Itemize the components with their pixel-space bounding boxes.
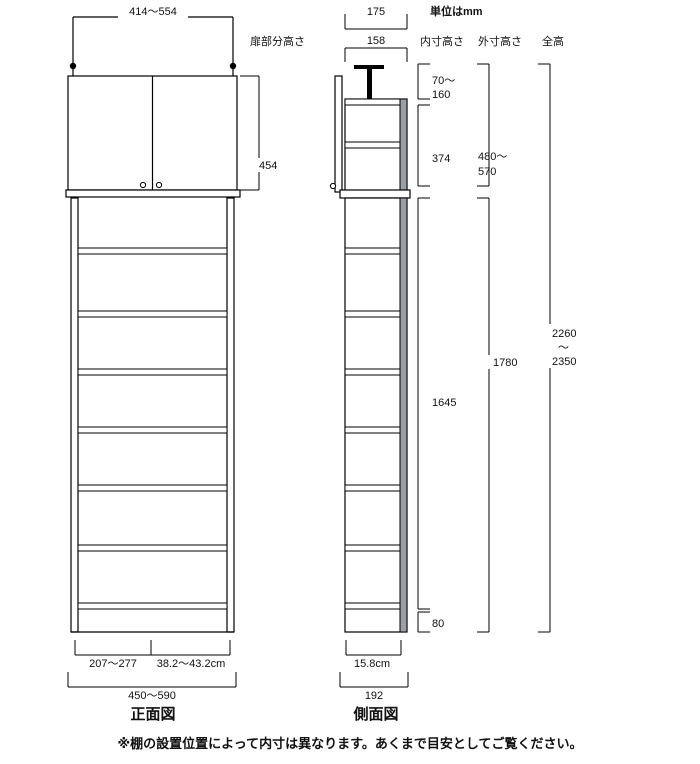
inner-top-gap-line1: 70～ xyxy=(432,75,455,87)
front-top-width-dimension: 414～554 xyxy=(72,6,234,64)
front-left-side-panel xyxy=(70,197,79,633)
footnote: ※棚の設置位置によって内寸は異なります。あくまで目安としてご覧ください。 xyxy=(118,736,583,751)
inner-width-right-label: 38.2～43.2cm xyxy=(157,658,225,670)
side-upper-base-board xyxy=(339,189,411,199)
front-shelf-3 xyxy=(77,368,228,376)
total-height-line1: 2260 xyxy=(552,328,576,340)
front-bottom-dimensions: 207～277 38.2～43.2cm 450～590 xyxy=(67,640,237,702)
pole-cap-left-icon xyxy=(69,62,77,70)
outer-upper-label: 480～ 570 xyxy=(478,151,510,178)
side-bottom-dimensions: 15.8cm 192 xyxy=(339,640,409,702)
total-height-line3: 2350 xyxy=(552,356,576,368)
total-height-dimension: 2260 ～ 2350 xyxy=(538,63,582,633)
total-height-line2: ～ xyxy=(558,342,569,354)
outer-height-dimensions: 480～ 570 1780 xyxy=(477,63,520,633)
unit-label: 単位はmm xyxy=(430,4,483,18)
side-door-knob-icon xyxy=(329,182,337,190)
side-top-outer-depth-dimension: 175 xyxy=(344,6,408,30)
inner-top-gap-label: 70～ 160 xyxy=(432,75,458,101)
inner-width-left-label: 207～277 xyxy=(89,658,137,670)
side-top-inner-depth-label: 158 xyxy=(367,35,385,47)
side-top-inner-depth-dimension: 158 xyxy=(344,35,408,62)
front-lower-cabinet xyxy=(70,197,235,633)
inner-upper-label: 374 xyxy=(432,153,450,165)
header-outer-height: 外寸高さ xyxy=(478,34,522,48)
front-upper-cabinet xyxy=(65,75,241,198)
base-height-label: 80 xyxy=(432,618,444,630)
header-door-height: 扉部分高さ xyxy=(250,34,305,48)
outer-upper-line1: 480～ xyxy=(478,151,507,163)
pole-cap-right-icon xyxy=(229,62,237,70)
front-door-height-dimension: 454 xyxy=(240,75,283,191)
side-inner-depth-label: 15.8cm xyxy=(354,658,390,670)
front-view-caption: 正面図 xyxy=(130,706,175,723)
side-lower-cabinet xyxy=(344,197,408,633)
outer-lower-label: 1780 xyxy=(493,357,517,369)
inner-top-gap-line2: 160 xyxy=(432,89,450,101)
front-total-width-label: 450～590 xyxy=(128,690,176,702)
inner-height-dimensions: 70～ 160 374 1645 80 xyxy=(417,63,458,633)
front-upper-base-board xyxy=(65,189,241,198)
side-top-outer-depth-label: 175 xyxy=(367,6,385,18)
side-tension-pole xyxy=(354,65,384,99)
front-shelf-5 xyxy=(77,484,228,492)
total-height-label: 2260 ～ 2350 xyxy=(552,328,580,368)
front-shelf-2 xyxy=(77,310,228,318)
door-knob-right-icon xyxy=(155,181,163,189)
door-height-label: 454 xyxy=(259,160,277,172)
outer-upper-line2: 570 xyxy=(478,166,496,178)
front-view: 414～554 454 xyxy=(65,6,283,723)
front-top-width-label: 414～554 xyxy=(129,6,177,18)
door-knob-left-icon xyxy=(139,181,147,189)
side-view: 単位はmm 175 158 扉部分高さ 内寸高さ 外寸高さ 全高 xyxy=(250,4,582,723)
front-shelf-6 xyxy=(77,544,228,552)
side-door-panel xyxy=(334,75,343,193)
front-shelf-7 xyxy=(77,602,228,610)
side-lower-back-panel xyxy=(399,197,408,633)
front-right-side-panel xyxy=(226,197,235,633)
side-upper-back-panel xyxy=(399,98,408,193)
front-shelf-4 xyxy=(77,426,228,434)
side-outer-depth-label: 192 xyxy=(365,690,383,702)
inner-lower-label: 1645 xyxy=(432,397,456,409)
header-total-height: 全高 xyxy=(542,34,564,48)
side-upper-cabinet xyxy=(329,75,411,199)
front-tension-poles xyxy=(69,62,237,76)
side-view-caption: 側面図 xyxy=(352,705,398,723)
front-shelf-1 xyxy=(77,247,228,255)
header-inner-height: 内寸高さ xyxy=(420,34,464,48)
